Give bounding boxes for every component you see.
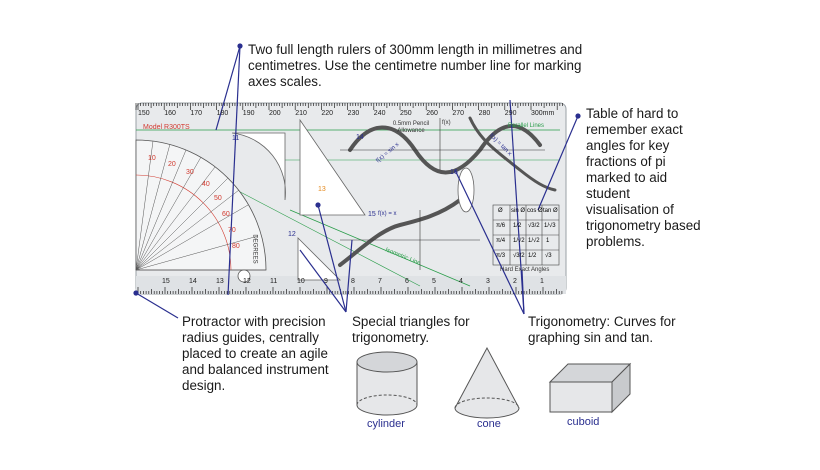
svg-text:70: 70 <box>228 227 236 234</box>
tan-label: f(x) = tan x <box>488 132 513 158</box>
table-header-1: sin Ø <box>511 208 526 214</box>
protractor-radius-guides <box>135 140 266 271</box>
table-cell: π/3 <box>496 253 506 259</box>
table-cell: 1 <box>546 238 550 244</box>
top-scale-label: 180 <box>216 110 229 117</box>
top-scale-label: 150 <box>138 110 150 117</box>
callout-trig: Trigonometry: Curves for graphing sin an… <box>528 314 676 345</box>
ruler-number: 12 <box>288 231 296 238</box>
top-ruler-ticks <box>135 103 563 110</box>
bottom-scale-label: 14 <box>189 278 197 285</box>
bottom-scale-label: 13 <box>216 278 224 285</box>
svg-text:60: 60 <box>222 211 230 218</box>
table-header-3: tan Ø <box>543 208 558 214</box>
svg-text:50: 50 <box>214 195 222 202</box>
cylinder-shape <box>356 351 418 416</box>
top-scale-label: 280 <box>478 110 491 117</box>
bottom-scale-label: 15 <box>162 278 170 285</box>
table-cell: 1/2 <box>513 223 522 229</box>
protractor-hole <box>237 269 251 283</box>
triangle-30-60 <box>299 118 366 216</box>
bottom-scale-label: 6 <box>405 278 409 285</box>
table-cell: √3 <box>545 253 552 259</box>
top-scale-label: 250 <box>400 110 412 117</box>
bottom-scale-label: 3 <box>486 278 490 285</box>
svg-text:20: 20 <box>168 161 176 168</box>
svg-text:40: 40 <box>202 181 210 188</box>
table-header-0: Ø <box>498 208 503 214</box>
bottom-scale-label: 7 <box>378 278 382 285</box>
table-cell: π/6 <box>496 223 506 229</box>
top-scale-label: 170 <box>190 110 203 117</box>
pencil-allowance-label: 0.5mm Pencil Allowance <box>392 121 430 134</box>
ruler-number: 11 <box>232 135 240 142</box>
top-scale-label: 190 <box>242 110 255 117</box>
svg-text:10: 10 <box>148 155 156 162</box>
cylinder-label: cylinder <box>367 418 405 430</box>
top-scale-label: 230 <box>347 110 360 117</box>
cone-shape <box>454 346 520 419</box>
table-cell: 1/√2 <box>528 238 540 244</box>
top-scale-label: 240 <box>373 110 386 117</box>
bottom-ruler-ticks <box>137 287 563 294</box>
isometric-line-label: Isometric Line <box>384 247 422 267</box>
bottom-scale-label: 5 <box>432 278 436 285</box>
table-cell: π/4 <box>496 238 506 244</box>
tan-curve <box>338 198 462 267</box>
sin-label: f(x) = sin x <box>375 141 401 165</box>
bottom-scale-label: 12 <box>243 278 251 285</box>
isometric-line <box>289 209 471 287</box>
degrees-label: DEGREES <box>251 234 258 264</box>
top-scale-label: 220 <box>321 110 334 117</box>
bottom-scale-label: 9 <box>324 278 328 285</box>
top-scale-label: 300mm <box>531 110 555 117</box>
top-scale-label: 270 <box>452 110 465 117</box>
fx-label: f(x) <box>442 120 451 126</box>
callout-triangles: Special triangles for trigonometry. <box>352 314 470 345</box>
cone-label: cone <box>477 418 501 430</box>
top-scale-label: 210 <box>295 110 307 117</box>
ruler-number: 15 <box>368 211 376 218</box>
protractor-red-numbers: 10 20 30 40 50 60 70 80 <box>148 155 240 250</box>
top-scale-label: 200 <box>269 110 281 117</box>
cuboid-shape <box>548 362 632 414</box>
table-cell: 1/√3 <box>544 223 556 229</box>
bottom-scale-label: 10 <box>297 278 305 285</box>
bottom-scale-label: 1 <box>540 278 544 285</box>
tan-curve-upper <box>468 116 557 192</box>
bottom-scale-label: 2 <box>513 278 517 285</box>
table-cell: √3/2 <box>528 223 540 229</box>
svg-text:80: 80 <box>232 243 240 250</box>
table-header-2: cos Ø <box>527 208 543 214</box>
table-title: Hard Exact Angles <box>500 267 550 273</box>
bottom-scale-label: 11 <box>270 278 278 285</box>
top-scale-label: 260 <box>426 110 438 117</box>
ruler-number: 13 <box>318 186 326 193</box>
quarter-circle-cutout <box>231 132 286 201</box>
sine-curve <box>348 124 542 175</box>
callout-protractor: Protractor with precision radius guides,… <box>182 314 329 393</box>
model-label: Model R300TS <box>143 124 190 131</box>
bottom-scale-label: 4 <box>459 278 463 285</box>
table-cell: 1/√2 <box>513 238 525 244</box>
pointer-lines <box>133 43 581 319</box>
table-cell: 1/2 <box>528 253 537 259</box>
bottom-scale-label: 8 <box>351 278 355 285</box>
callout-table: Table of hard to remember exact angles f… <box>586 106 701 249</box>
exact-angle-table <box>492 204 560 266</box>
ruler-number: 14 <box>356 134 364 141</box>
top-scale-label: 290 <box>504 110 517 117</box>
ruler-number: 16 <box>450 169 458 176</box>
table-cell: √3/2 <box>513 253 525 259</box>
callout-rulers: Two full length rulers of 300mm length i… <box>248 42 583 89</box>
top-scale-label: 160 <box>164 110 176 117</box>
fx15-label: f(x) = x <box>378 211 397 217</box>
triangle-45 <box>297 237 341 281</box>
svg-text:30: 30 <box>186 169 194 176</box>
cuboid-label: cuboid <box>567 416 600 428</box>
parallel-lines-label: Parallel Lines <box>508 123 545 129</box>
